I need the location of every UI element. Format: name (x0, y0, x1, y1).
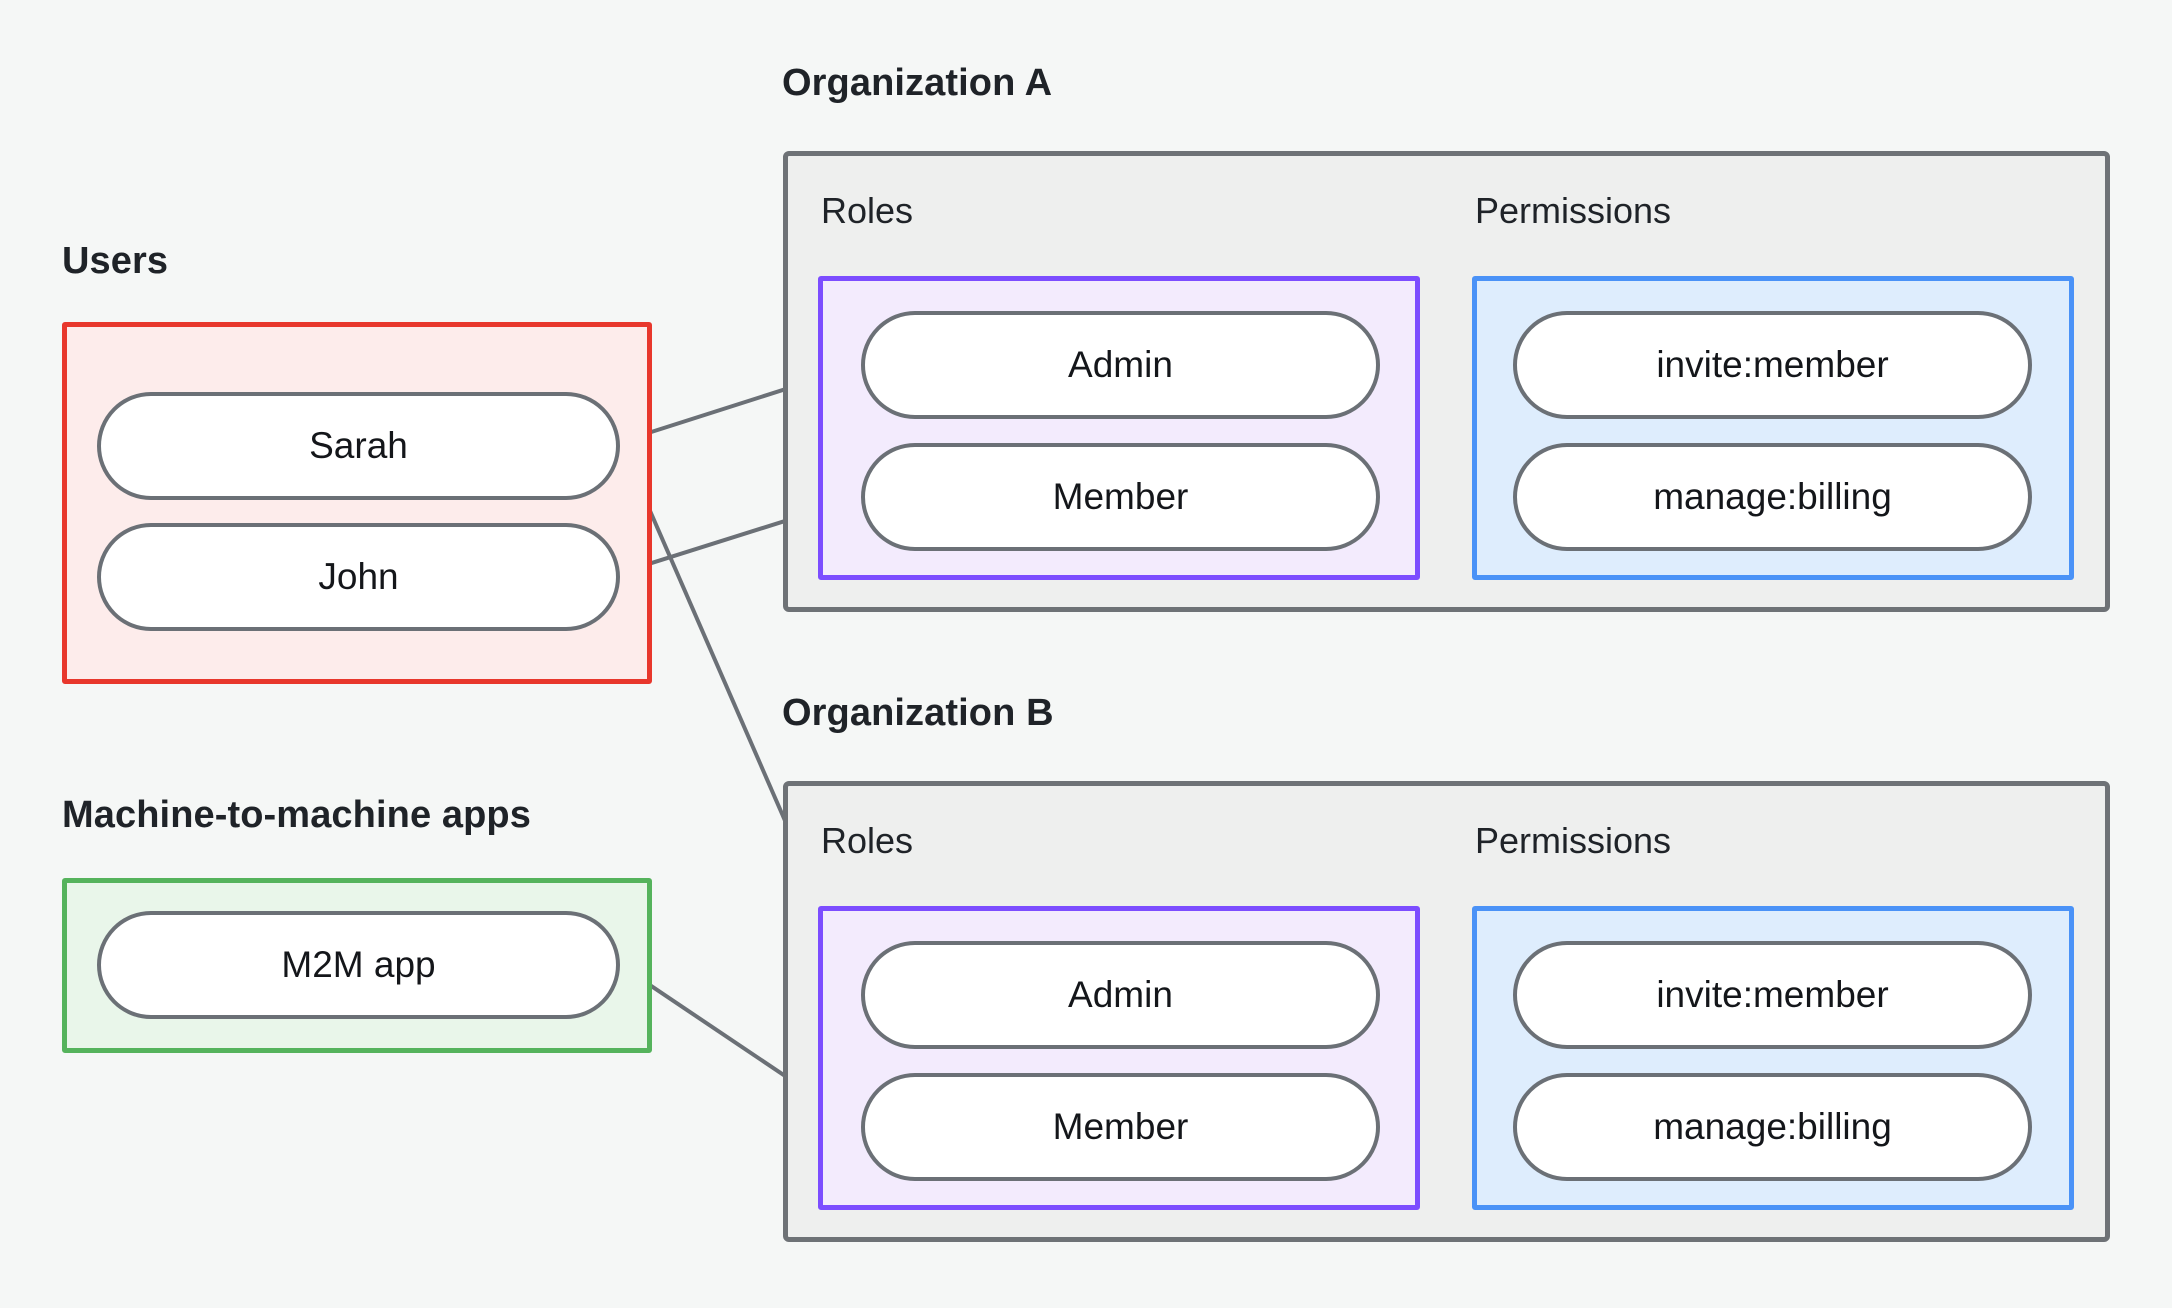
organization-a-permission-manage-billing[interactable]: manage:billing (1513, 443, 2032, 551)
organization-a-role-member[interactable]: Member (861, 443, 1380, 551)
user-node-john[interactable]: John (97, 523, 620, 631)
users-group-title: Users (62, 240, 169, 282)
organization-b-roles-title: Roles (821, 820, 914, 861)
organization-a-roles-title: Roles (821, 190, 914, 231)
m2m-group-title: Machine-to-machine apps (62, 794, 531, 836)
organization-a-permissions-title: Permissions (1475, 190, 1672, 231)
organization-b-role-admin[interactable]: Admin (861, 941, 1380, 1049)
organization-a-title: Organization A (782, 62, 1053, 104)
organization-b-permission-manage-billing[interactable]: manage:billing (1513, 1073, 2032, 1181)
organization-a-permission-invite-member[interactable]: invite:member (1513, 311, 2032, 419)
user-node-sarah[interactable]: Sarah (97, 392, 620, 500)
organization-b-role-member[interactable]: Member (861, 1073, 1380, 1181)
organization-b-title: Organization B (782, 692, 1054, 734)
organization-b-permission-invite-member[interactable]: invite:member (1513, 941, 2032, 1049)
m2m-node-app[interactable]: M2M app (97, 911, 620, 1019)
organization-b-permissions-title: Permissions (1475, 820, 1672, 861)
organization-a-role-admin[interactable]: Admin (861, 311, 1380, 419)
